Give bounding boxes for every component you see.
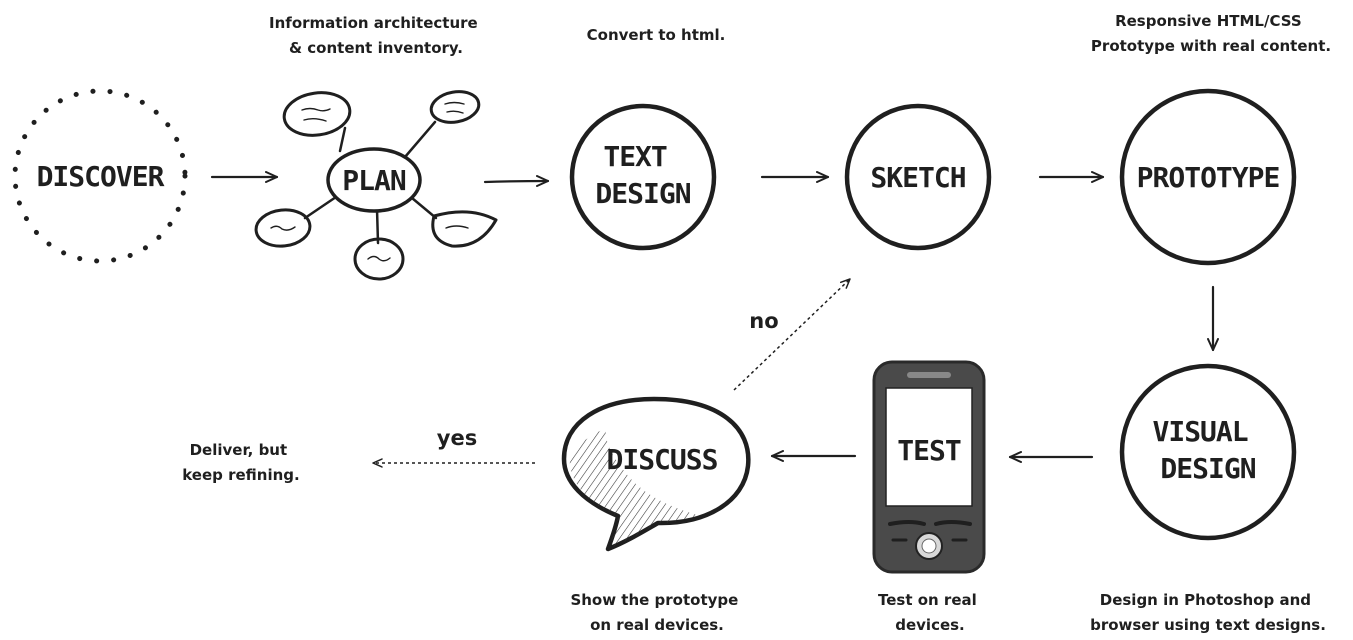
- prototype-circle: [1119, 88, 1297, 266]
- plan-node: PLAN: [254, 90, 498, 281]
- arrow-plan-to-text-design: [483, 175, 550, 188]
- test-node: TEST: [872, 360, 986, 574]
- sketch-label: SKETCH: [870, 161, 965, 194]
- visual-design-label: VISUAL DESIGN: [1152, 415, 1263, 485]
- test-phone-screen: [885, 387, 973, 507]
- plan-caption: Information architecture & content inven…: [269, 14, 483, 57]
- plan-mindmap-bubble: [429, 90, 481, 124]
- plan-center-bubble: [326, 147, 422, 213]
- text-design-caption: Convert to html.: [587, 26, 726, 44]
- plan-mindmap-bubble: [353, 237, 405, 281]
- discuss-caption: Show the prototype on real devices.: [570, 591, 743, 634]
- prototype-node: PROTOTYPE: [1119, 88, 1297, 266]
- text-design-node: TEXT DESIGN: [569, 103, 717, 251]
- test-caption: Test on real devices.: [878, 591, 982, 634]
- test-label: TEST: [897, 434, 961, 467]
- no-label: no: [749, 309, 778, 333]
- sketch-node: SKETCH: [844, 103, 992, 251]
- prototype-caption: Responsive HTML/CSS Prototype with real …: [1091, 12, 1331, 55]
- yes-label: yes: [437, 426, 477, 450]
- discover-dotted-circle: [12, 88, 188, 264]
- discuss-node: DISCUSS: [561, 396, 751, 552]
- prototype-label: PROTOTYPE: [1137, 161, 1280, 194]
- visual-design-caption: Design in Photoshop and browser using te…: [1090, 591, 1326, 634]
- arrow-discuss-to-sketch: [733, 278, 851, 391]
- discuss-bubble-shading: [569, 428, 698, 549]
- plan-label: PLAN: [342, 164, 406, 197]
- deliver-caption: Deliver, but keep refining.: [182, 441, 300, 484]
- sketch-circle: [844, 103, 992, 251]
- plan-mindmap-bubble: [254, 208, 312, 248]
- visual-design-node: VISUAL DESIGN: [1119, 363, 1297, 541]
- test-phone-speaker: [907, 372, 951, 378]
- text-design-label: TEXT DESIGN: [595, 140, 690, 210]
- plan-mindmap-branches: [303, 120, 438, 245]
- plan-mindmap-bubble: [282, 91, 352, 137]
- visual-design-circle: [1119, 363, 1297, 541]
- discover-label: DISCOVER: [37, 160, 165, 193]
- text-design-circle: [569, 103, 717, 251]
- discuss-label: DISCUSS: [606, 443, 717, 476]
- plan-mindmap-bubble: [431, 210, 498, 248]
- discover-node: DISCOVER: [12, 88, 188, 264]
